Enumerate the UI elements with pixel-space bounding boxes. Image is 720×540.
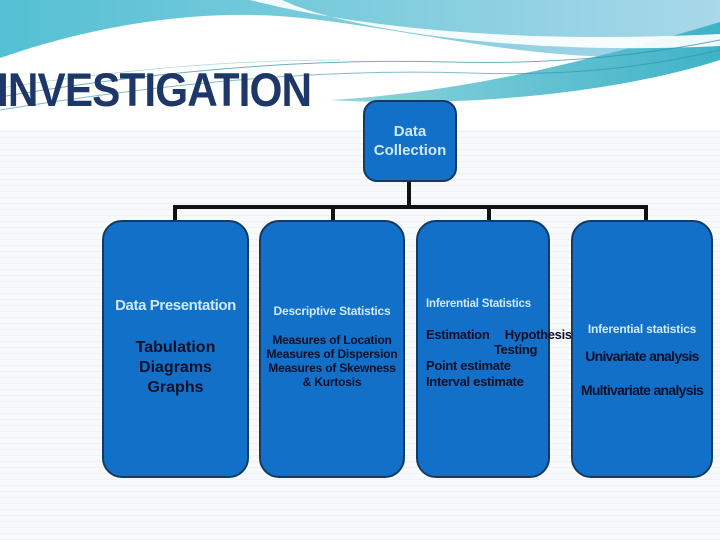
- box-item: Measures of Skewness: [268, 361, 396, 375]
- node-inferential-statistics: Inferential Statistics Estimation Hypoth…: [416, 220, 572, 478]
- node-data-collection: Data Collection: [363, 100, 457, 182]
- box-item: Multivariate analysis: [580, 382, 704, 398]
- box-heading: Inferential statistics: [587, 322, 697, 336]
- connector-drop-1: [173, 205, 177, 222]
- box-item: Measures of Dispersion: [266, 347, 398, 361]
- box-item: Point estimate: [426, 358, 511, 373]
- wave-banner-graphic: [0, 0, 720, 130]
- box-item: Graphs: [147, 379, 204, 396]
- box-heading: Inferential Statistics: [426, 298, 531, 310]
- node-inferential-statistics-2: Inferential statistics Univariate analys…: [571, 220, 713, 478]
- box-item: Testing: [494, 342, 538, 357]
- connector-stem: [407, 182, 411, 208]
- connector-drop-4: [644, 205, 648, 222]
- box-item: Hypothesis: [504, 327, 572, 342]
- node-data-collection-label: Data Collection: [373, 123, 447, 159]
- connector-drop-3: [487, 205, 491, 222]
- connector-drop-2: [331, 205, 335, 222]
- box-heading: Descriptive Statistics: [273, 304, 391, 318]
- box-item: Univariate analysis: [585, 348, 699, 364]
- slide-title: INVESTIGATION: [0, 63, 312, 116]
- box-heading: Data Presentation: [115, 297, 236, 314]
- box-items: Measures of Location Measures of Dispers…: [261, 333, 403, 389]
- connector-horizontal: [173, 205, 648, 209]
- box-item: Estimation: [426, 327, 490, 342]
- box-item: & Kurtosis: [302, 375, 362, 389]
- node-data-presentation: Data Presentation Tabulation Diagrams Gr…: [102, 220, 249, 478]
- box-item: Tabulation: [135, 339, 216, 356]
- box-items: Tabulation Diagrams Graphs: [104, 338, 247, 398]
- box-item-row: Estimation Hypothesis: [418, 327, 572, 342]
- box-item: Diagrams: [139, 359, 212, 376]
- box-item: Interval estimate: [426, 374, 524, 389]
- node-descriptive-statistics: Descriptive Statistics Measures of Locat…: [259, 220, 405, 478]
- box-item: Measures of Location: [272, 333, 392, 347]
